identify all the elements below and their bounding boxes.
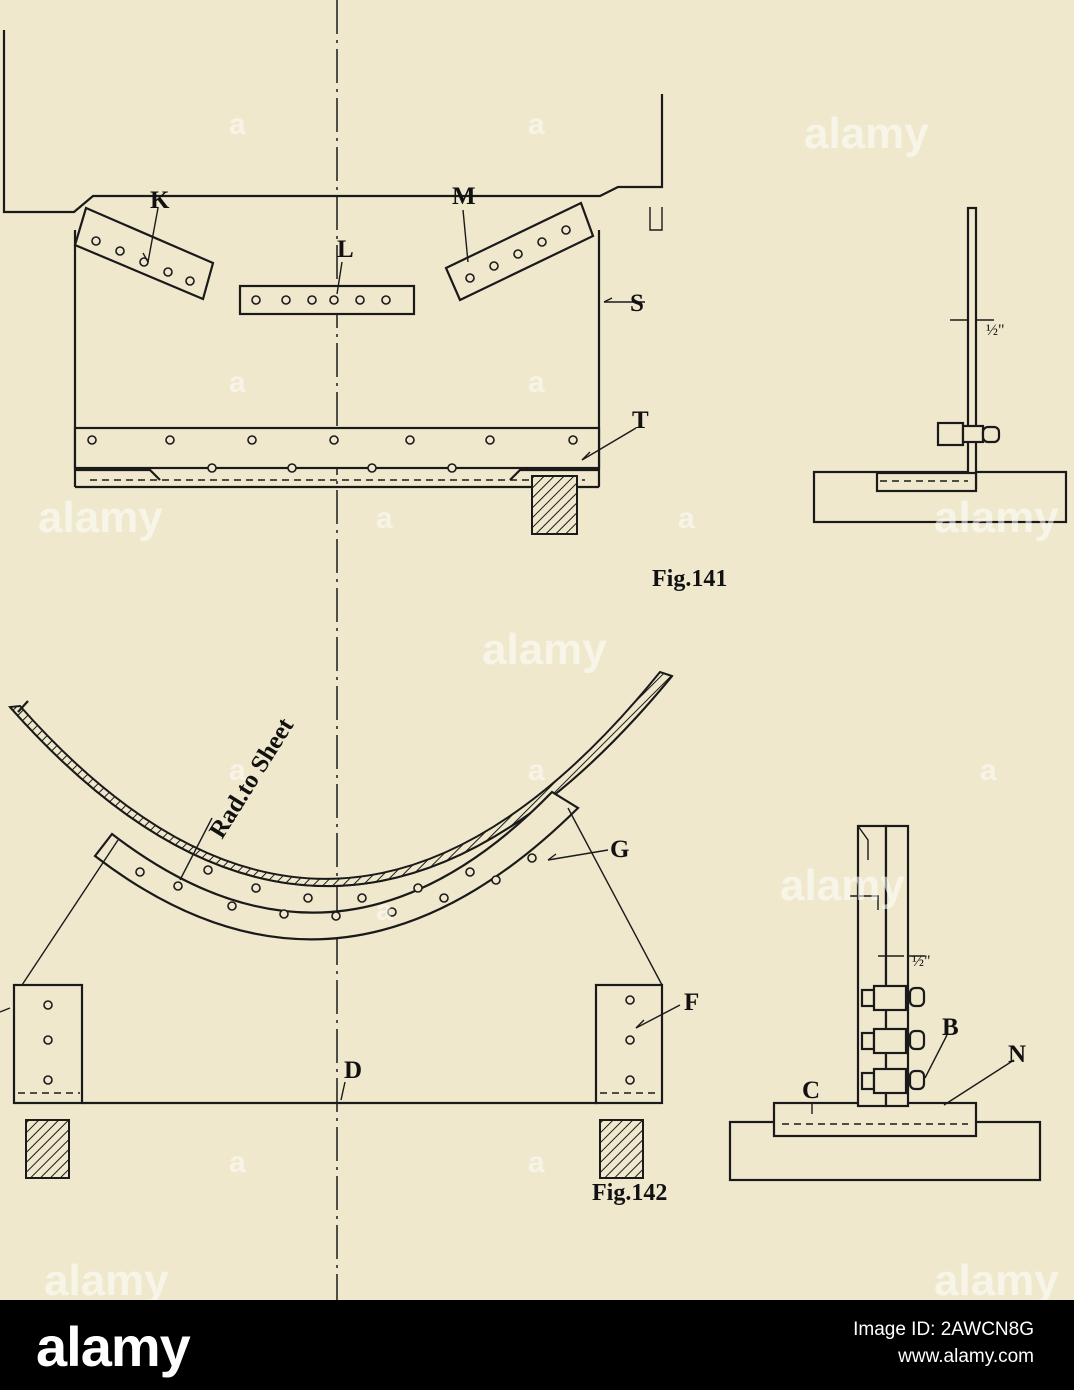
label-m: M bbox=[452, 183, 476, 210]
image-info: Image ID: 2AWCN8G www.alamy.com bbox=[853, 1316, 1034, 1370]
leg-plate-right bbox=[594, 983, 664, 1105]
support-block-right bbox=[599, 1119, 644, 1179]
label-t: T bbox=[632, 407, 649, 434]
bottom-angle-t bbox=[73, 426, 601, 481]
watermark-letter: a bbox=[678, 502, 695, 535]
label-b: B bbox=[942, 1014, 959, 1041]
watermark-letter: a bbox=[528, 108, 545, 141]
dimension-half-inch-top: ½" bbox=[986, 322, 1005, 339]
watermark-letter: a bbox=[528, 754, 545, 787]
watermark: alamy bbox=[44, 1256, 169, 1300]
fig142-caption: Fig.142 bbox=[592, 1180, 667, 1206]
watermark: alamy bbox=[934, 1256, 1059, 1300]
support-block bbox=[531, 475, 578, 535]
site-url[interactable]: www.alamy.com bbox=[898, 1346, 1034, 1367]
watermark-letter: a bbox=[229, 1146, 246, 1179]
fig141-front-view bbox=[2, 30, 664, 489]
drawing-sheet: K L M S T Fig.141 ½" bbox=[0, 0, 1074, 1300]
curved-angle-g bbox=[135, 853, 537, 921]
stock-footer: alamy Image ID: 2AWCN8G www.alamy.com bbox=[0, 1300, 1074, 1390]
fig142-side-section bbox=[728, 824, 1042, 1182]
watermark-letter: a bbox=[528, 1146, 545, 1179]
label-c: C bbox=[802, 1077, 820, 1104]
watermark-letter: a bbox=[376, 502, 393, 535]
fig142-leaders-right bbox=[811, 1034, 1015, 1114]
angle-bracket-m bbox=[444, 201, 595, 302]
support-block-left bbox=[25, 1119, 70, 1179]
label-f: F bbox=[684, 989, 699, 1016]
watermark: alamy bbox=[482, 625, 607, 674]
watermark-letter: a bbox=[229, 754, 246, 787]
watermark-letter: a bbox=[229, 108, 246, 141]
image-id: Image ID: 2AWCN8G bbox=[853, 1319, 1034, 1340]
fig141-side-section bbox=[812, 206, 1068, 524]
technical-drawing: K L M S T Fig.141 ½" bbox=[0, 0, 1068, 1300]
watermark-overlay: alamy alamy alamy alamy alamy alamy alam… bbox=[38, 108, 1059, 1300]
dimension-half-inch-bottom: ½" bbox=[912, 953, 931, 970]
watermark-letter: a bbox=[376, 894, 393, 927]
label-k: K bbox=[150, 187, 170, 214]
fig141-caption: Fig.141 bbox=[652, 566, 727, 592]
label-g: G bbox=[610, 836, 629, 863]
watermark: alamy bbox=[934, 493, 1059, 542]
watermark: alamy bbox=[38, 493, 163, 542]
fig141-leaders bbox=[142, 207, 645, 461]
watermark-letter: a bbox=[980, 754, 997, 787]
watermark: alamy bbox=[804, 109, 929, 158]
label-l: L bbox=[337, 236, 354, 263]
label-s: S bbox=[630, 290, 644, 317]
watermark: alamy bbox=[780, 861, 905, 910]
fig142-frame bbox=[7, 670, 674, 1105]
watermark-letter: a bbox=[229, 366, 246, 399]
label-radius-to-sheet: Rad.to Sheet bbox=[204, 713, 299, 843]
watermark-letter: a bbox=[528, 366, 545, 399]
angle-bracket-l bbox=[238, 284, 416, 316]
leg-plate-left bbox=[12, 983, 84, 1105]
alamy-logo: alamy bbox=[36, 1315, 191, 1378]
label-d: D bbox=[344, 1057, 362, 1084]
label-n: N bbox=[1008, 1041, 1026, 1068]
fig142-leaders bbox=[0, 817, 681, 1101]
